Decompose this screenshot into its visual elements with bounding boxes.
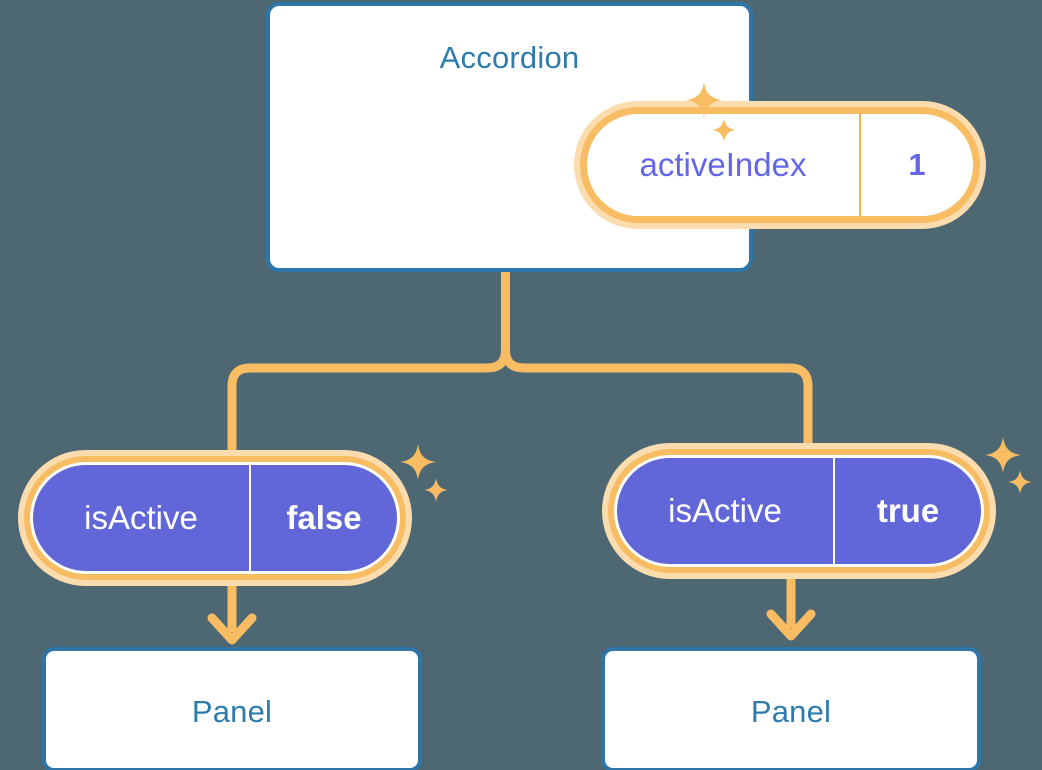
sparkle-small-icon: [424, 478, 448, 502]
connector-branch-right: [501, 345, 813, 457]
accordion-card[interactable]: Accordion activeIndex 1: [266, 2, 986, 272]
pill-inner: isActive false: [30, 462, 400, 574]
pill-inner: activeIndex 1: [587, 114, 973, 216]
pill-divider: [833, 458, 835, 564]
panel-card-right[interactable]: Panel: [601, 647, 981, 770]
pill-body: isActive false: [33, 465, 397, 571]
state-pill-activeindex[interactable]: activeIndex 1: [574, 101, 986, 229]
pill-inner: isActive true: [614, 455, 984, 567]
panel-title: Panel: [750, 694, 832, 729]
sparkle-large-icon: [985, 437, 1021, 473]
state-value-label: false: [286, 499, 362, 536]
sparkle-small-icon: [1008, 470, 1032, 494]
state-key-label: activeIndex: [639, 146, 807, 183]
connector-branch-left: [227, 345, 510, 457]
arrow-head-left-icon: [207, 613, 257, 645]
pill-divider: [859, 114, 861, 216]
state-value-label: true: [876, 492, 940, 529]
sparkle-large-icon: [400, 444, 436, 480]
pill-body: isActive true: [617, 458, 981, 564]
state-pill-isactive-left[interactable]: isActive false: [18, 450, 412, 586]
state-key-label: isActive: [668, 492, 782, 529]
state-pill-isactive-right[interactable]: isActive true: [602, 443, 996, 579]
state-key-label: isActive: [84, 499, 198, 536]
panel-card-left[interactable]: Panel: [42, 647, 422, 770]
pill-divider: [249, 465, 251, 571]
state-value-label: 1: [908, 147, 926, 182]
accordion-title: Accordion: [439, 40, 580, 75]
arrow-head-right-icon: [766, 609, 816, 641]
panel-title: Panel: [191, 694, 273, 729]
